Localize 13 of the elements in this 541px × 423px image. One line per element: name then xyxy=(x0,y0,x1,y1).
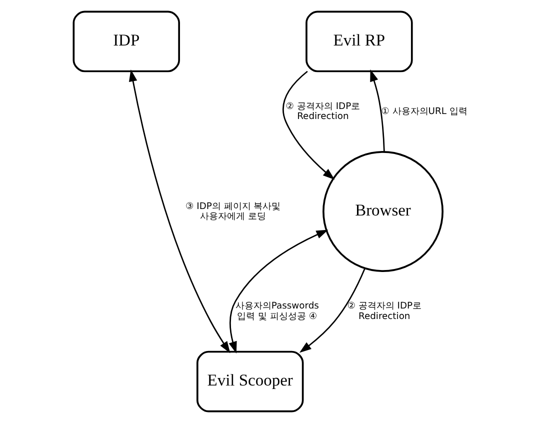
edge-label: ③ IDP의 페이지 복사및 사용자에게 로딩 xyxy=(186,200,281,222)
edge-label: ② 공격자의 IDP로 Redirection xyxy=(286,100,360,122)
arrow xyxy=(228,230,328,354)
node-box: Evil Scooper xyxy=(196,350,304,412)
arrow xyxy=(128,70,230,354)
edge-label: 사용자의Passwords 입력 및 피싱성공 ④ xyxy=(235,300,319,322)
arrow xyxy=(370,69,385,152)
node-box: Evil RP xyxy=(306,10,413,72)
arrow xyxy=(282,70,335,180)
edge-label: ① 사용자의URL 입력 xyxy=(381,106,468,117)
edge-label: ② 공격자의 IDP로 Redirection xyxy=(347,300,422,322)
arrow xyxy=(299,268,366,353)
node-box: IDP xyxy=(72,10,180,72)
